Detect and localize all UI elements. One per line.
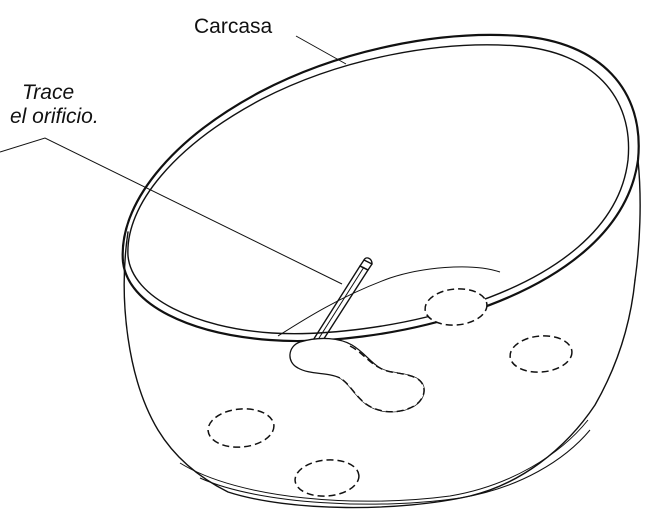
leader-housing xyxy=(295,35,347,65)
housing-body xyxy=(123,159,641,509)
mounting-holes xyxy=(207,288,573,497)
trace-label-line2: el orificio. xyxy=(10,105,99,128)
hole-bottom xyxy=(294,459,360,497)
hole-left xyxy=(207,408,275,448)
housing-rim xyxy=(121,33,640,343)
hole-right xyxy=(509,335,573,373)
trace-label-line1: Trace xyxy=(22,81,75,104)
dogbone-cutout xyxy=(289,337,425,413)
leader-trace xyxy=(0,137,343,285)
hole-top xyxy=(424,288,488,326)
housing-floor-edge xyxy=(277,266,501,337)
housing-label: Carcasa xyxy=(194,15,273,38)
